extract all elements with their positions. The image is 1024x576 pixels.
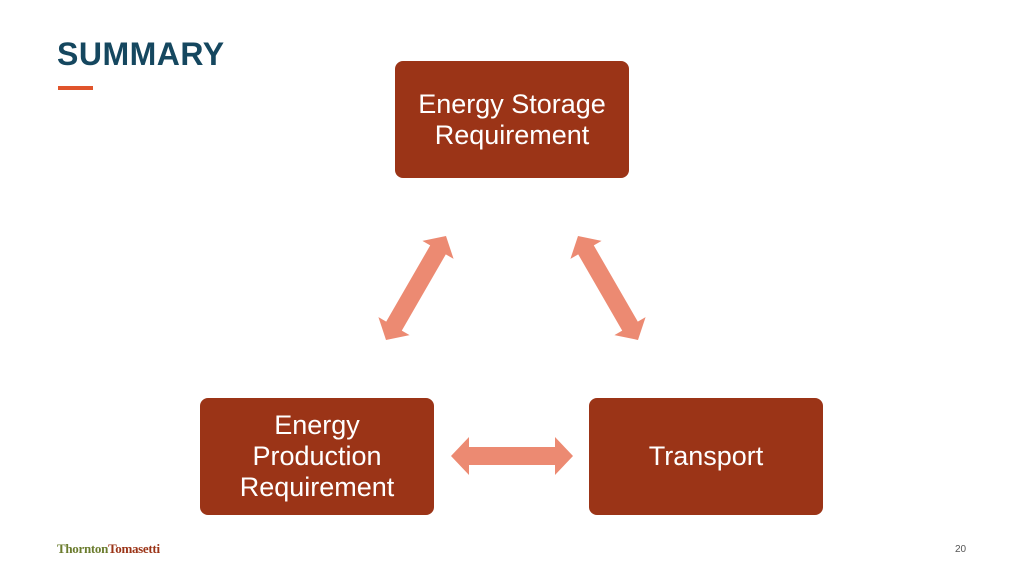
node-label-line: Requirement	[239, 472, 395, 502]
node-label-line: Production	[252, 441, 382, 471]
node-label-line: Requirement	[434, 119, 590, 150]
slide-title: SUMMARY	[57, 36, 225, 72]
company-logo: ThorntonTomasetti	[57, 541, 160, 557]
title-accent-bar	[58, 86, 93, 90]
node-label-line: Transport	[648, 441, 764, 471]
node-label-line: Energy	[274, 410, 360, 440]
arrow-production-transport	[451, 437, 573, 475]
node-energy-storage-requirement: Energy Storage Requirement	[395, 61, 629, 178]
node-energy-production-requirement: Energy Production Requirement	[200, 398, 434, 515]
arrow-storage-transport	[570, 236, 646, 340]
logo-first-word: Thornton	[57, 541, 109, 556]
logo-second-word: Tomasetti	[108, 541, 160, 556]
page-number: 20	[955, 544, 967, 555]
node-transport: Transport	[589, 398, 823, 515]
node-label-line: Energy Storage	[418, 88, 606, 119]
arrow-production-storage	[378, 236, 454, 340]
